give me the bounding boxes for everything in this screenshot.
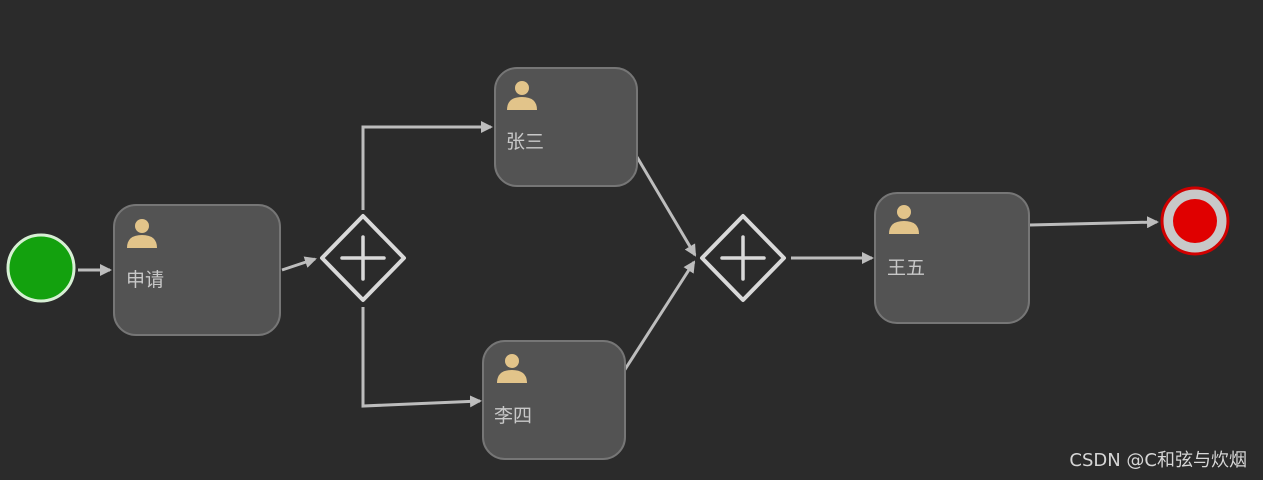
task-lisi-label: 李四 — [494, 405, 532, 427]
task-lisi[interactable]: 李四 — [482, 340, 626, 460]
sequence-flows — [78, 121, 1159, 408]
parallel-gateway-join[interactable] — [700, 214, 786, 302]
start-event[interactable] — [6, 233, 76, 303]
flow-lisi-to-join[interactable] — [622, 260, 696, 372]
plus-icon — [720, 235, 766, 281]
task-zhangsan[interactable]: 张三 — [494, 67, 638, 187]
flow-zhangsan-to-join[interactable] — [635, 156, 697, 257]
task-apply-label: 申请 — [126, 269, 164, 291]
flow-fork-to-zhangsan[interactable] — [361, 121, 493, 210]
task-wangwu-label: 王五 — [887, 257, 925, 279]
parallel-gateway-fork[interactable] — [320, 214, 406, 302]
task-apply[interactable]: 申请 — [113, 204, 281, 336]
watermark: CSDN @C和弦与炊烟 — [1069, 450, 1247, 471]
user-icon — [127, 219, 157, 248]
end-event[interactable] — [1160, 186, 1230, 256]
user-icon — [507, 81, 537, 110]
flow-wangwu-to-end[interactable] — [1029, 216, 1159, 229]
task-wangwu[interactable]: 王五 — [874, 192, 1030, 324]
plus-icon — [340, 235, 386, 281]
flow-fork-to-lisi[interactable] — [361, 307, 482, 408]
flow-apply-to-fork[interactable] — [281, 256, 317, 272]
user-icon — [497, 354, 527, 383]
task-zhangsan-label: 张三 — [506, 131, 544, 153]
user-icon — [889, 205, 919, 234]
